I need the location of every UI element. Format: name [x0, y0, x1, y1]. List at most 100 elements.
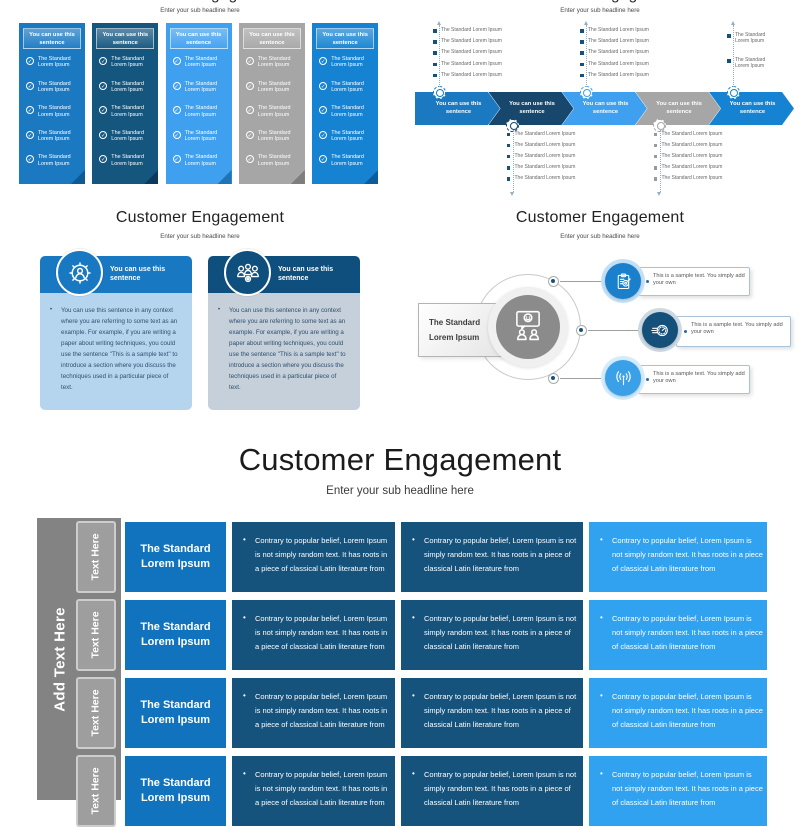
gear-person-icon — [56, 249, 103, 296]
list-item-label: The Standard Lorem Ipsum — [257, 129, 291, 143]
list-item: ✓The Standard Lorem Ipsum — [99, 130, 151, 152]
list-bullet-icon — [580, 62, 584, 67]
list-item-label: The Standard Lorem Ipsum — [38, 129, 71, 143]
signal-icon — [605, 360, 641, 396]
dotted-connector — [733, 25, 734, 87]
list-bullet-icon — [506, 143, 510, 148]
row-body-cell: •Contrary to popular belief, Lorem Ipsum… — [589, 756, 767, 826]
list-item: ✓The Standard Lorem Ipsum — [99, 81, 151, 103]
slide-preview-folded-cards[interactable]: Customer Engagement Enter your sub headl… — [0, 0, 400, 200]
list-bullet-icon — [580, 40, 584, 44]
list-item: ✓The Standard Lorem Ipsum — [319, 154, 371, 176]
list-item-label: The Standard Lorem Ipsum — [38, 154, 71, 167]
list-bullet-icon — [433, 73, 437, 78]
card-body-text: You can use this sentence in any context… — [229, 307, 346, 391]
list-item-label: The Standard Lorem Ipsum — [38, 56, 71, 69]
row-label: Text Here — [90, 689, 103, 737]
row-body-cell: •Contrary to popular belief, Lorem Ipsum… — [232, 600, 395, 670]
team-icon — [224, 249, 271, 296]
timeline-node — [726, 85, 740, 99]
row-label-box: Text Here — [76, 521, 116, 593]
body-bullet: • — [243, 535, 246, 544]
list-bullet-icon — [433, 51, 437, 55]
timeline-node-dot — [509, 122, 518, 130]
timeline-node-dot — [436, 89, 444, 97]
list-bullet-icon — [727, 34, 731, 38]
body-bullet: • — [600, 613, 603, 622]
list-item-label: The Standard Lorem Ipsum — [441, 60, 502, 67]
slide-preview-chevron-timeline[interactable]: Customer Engagement Enter your sub headl… — [400, 0, 800, 200]
dotted-connector — [586, 25, 587, 87]
row-body-cell: • Contrary to popular belief, Lorem Ipsum… — [589, 522, 767, 592]
check-circle-icon: ✓ — [172, 130, 181, 139]
connector-line — [560, 281, 603, 282]
list-item: ✓The Standard Lorem Ipsum — [319, 130, 371, 152]
list-item-label: The Standard Lorem Ipsum — [514, 175, 576, 182]
list-item-label: The Standard Lorem Ipsum — [514, 164, 576, 171]
slide-subtitle: Enter your sub headline here — [326, 485, 474, 497]
list-item: ✓The Standard Lorem Ipsum — [245, 81, 298, 103]
row-body-cell: •Contrary to popular belief, Lorem Ipsum… — [232, 756, 395, 826]
list-item-label: The Standard Lorem Ipsum — [331, 56, 364, 69]
row-body-text: Contrary to popular belief, Lorem Ipsum … — [612, 614, 763, 651]
chevron-label: You can use this sentence — [656, 101, 702, 115]
row-title-cell: The Standard Lorem Ipsum — [125, 678, 226, 748]
list-item-label: The Standard Lorem Ipsum — [184, 129, 218, 143]
list-item: ✓The Standard Lorem Ipsum — [172, 81, 225, 103]
check-circle-icon: ✓ — [26, 130, 34, 139]
check-circle-icon: ✓ — [172, 106, 181, 115]
list-item-label: The Standard Lorem Ipsum — [661, 141, 723, 148]
list-bullet-icon — [433, 40, 437, 44]
icon-card: You can use this sentence•You can use th… — [40, 249, 192, 410]
row-title-label: The Standard Lorem Ipsum — [140, 620, 211, 649]
list-item: ✓ The Standard Lorem Ipsum — [26, 130, 78, 152]
connector-arrow-icon — [436, 21, 441, 25]
list-bullet-icon — [653, 154, 657, 159]
check-circle-icon: ✓ — [172, 155, 181, 164]
chevron-step: You can use this sentence — [636, 92, 721, 125]
check-circle-icon: ✓ — [319, 130, 328, 139]
list-bullet-icon — [653, 177, 657, 181]
row-title-cell: The Standard Lorem Ipsum — [125, 522, 226, 592]
slide-title: Customer Engagement — [515, 209, 685, 226]
callout-bullet — [646, 377, 650, 382]
dotted-connector — [512, 130, 514, 192]
row-body-cell: •Contrary to popular belief, Lorem Ipsum… — [232, 678, 395, 748]
connector-arrow-icon — [657, 192, 661, 196]
list-item-label: The Standard Lorem Ipsum — [588, 27, 649, 33]
list-bullet-icon — [580, 51, 584, 55]
slide-preview-table[interactable]: Customer Engagement Enter your sub headl… — [0, 430, 800, 827]
body-bullet: • — [412, 535, 415, 544]
hub-label: The Standard Lorem Ipsum — [429, 318, 481, 342]
row-body-text: Contrary to popular belief, Lorem Ipsum … — [612, 536, 763, 573]
row-body-text: Contrary to popular belief, Lorem Ipsum … — [255, 536, 388, 573]
body-bullet: • — [50, 307, 53, 313]
chevron-label: You can use this sentence — [729, 101, 776, 115]
list-bullet-icon — [653, 132, 657, 136]
slide-preview-hub-callouts[interactable]: Customer Engagement Enter your sub headl… — [400, 200, 800, 430]
check-circle-icon: ✓ — [245, 130, 254, 139]
dotted-connector — [439, 25, 440, 87]
row-body-text: Contrary to popular belief, Lorem Ipsum … — [612, 770, 763, 807]
folded-card: You can use this sentence✓The Standard L… — [312, 23, 379, 184]
folded-card: You can use this sentence✓The Standard L… — [19, 23, 85, 184]
row-label: Text Here — [90, 611, 103, 659]
list-item: ✓The Standard Lorem Ipsum — [245, 129, 298, 152]
list-item: ✓The Standard Lorem Ipsum — [26, 56, 78, 78]
list-item-label: The Standard Lorem Ipsum — [331, 80, 364, 93]
list-bullet-icon — [580, 29, 584, 33]
slide-preview-icon-cards[interactable]: Customer Engagement Enter your sub headl… — [0, 200, 400, 430]
row-label: Text Here — [90, 533, 103, 581]
list-item-label: The Standard Lorem Ipsum — [257, 105, 291, 118]
row-body-text: Contrary to popular belief, Lorem Ipsum … — [255, 770, 388, 807]
row-body-text: Contrary to popular belief, Lorem Ipsum … — [424, 692, 577, 729]
body-bullet: • — [600, 535, 603, 544]
row-label-box: Text Here — [76, 755, 116, 827]
row-body-cell: •Contrary to popular belief, Lorem Ipsum… — [401, 600, 583, 670]
card-body — [40, 293, 192, 410]
body-bullet: • — [600, 691, 603, 700]
list-bullet-icon — [506, 166, 510, 170]
list-item-label: The Standard Lorem Ipsum — [661, 175, 723, 182]
row-body-text: Contrary to popular belief, Lorem Ipsum … — [424, 770, 577, 807]
